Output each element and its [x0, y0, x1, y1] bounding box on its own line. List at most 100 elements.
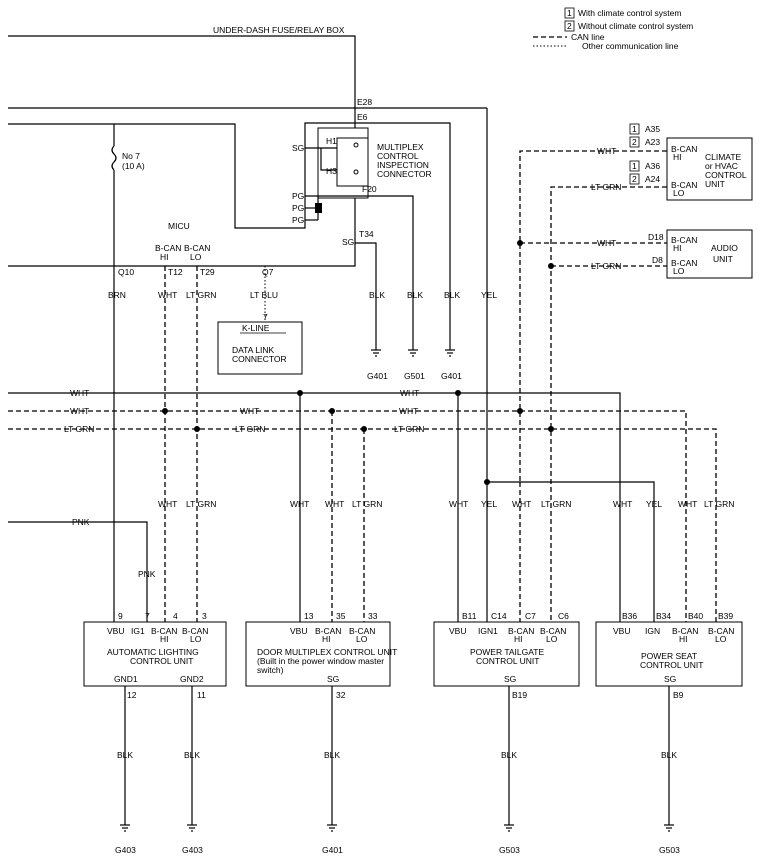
climate-control-unit: B-CAN HI B-CAN LO CLIMATE or HVAC CONTRO…: [519, 123, 753, 495]
alc-bcan-lo-suffix: LO: [190, 634, 202, 644]
wire-wht-bus2-a: WHT: [70, 406, 89, 416]
dmcu-bcan-hi-suffix: HI: [322, 634, 331, 644]
audio-name-2: UNIT: [713, 254, 733, 264]
ps-bcan-lo-suffix: LO: [715, 634, 727, 644]
pin-t29: T29: [200, 267, 215, 277]
ptg-pin-c7: C7: [525, 611, 536, 621]
ps-bcan-lo: B-CAN: [708, 626, 734, 636]
ps-bcan-hi-suffix: HI: [679, 634, 688, 644]
alc-pin-11: 11: [197, 690, 206, 700]
dmcu-vbu: VBU: [290, 626, 307, 636]
wire-wht-bus2-b: WHT: [240, 406, 259, 416]
audio-bcan-lo-suffix: LO: [673, 266, 685, 276]
ptg-sg: SG: [504, 674, 516, 684]
wire-wht-ptg: WHT: [512, 499, 531, 509]
alc-bcan-hi: B-CAN: [151, 626, 177, 636]
ptg-bcan-lo-suffix: LO: [546, 634, 558, 644]
wire-yel-top: YEL: [481, 290, 497, 300]
wire-ltgrn-micu: LT GRN: [186, 290, 216, 300]
wire-wht-audio: WHT: [597, 238, 616, 248]
wire-brn: BRN: [108, 290, 126, 300]
alc-pin-4: 4: [173, 611, 178, 621]
dlc-kline: K-LINE: [242, 323, 270, 333]
micu-drops: BRN WHT LT GRN: [108, 266, 216, 622]
wire-wht-dmcu-vbu: WHT: [290, 499, 309, 509]
dlc-pin-7: 7: [263, 312, 268, 322]
wire-blk-ptg: BLK: [501, 750, 517, 760]
ground-g503-b: G503: [659, 845, 680, 855]
ground-g403-a: G403: [115, 845, 136, 855]
wire-ltgrn-bus-c: LT GRN: [394, 424, 424, 434]
ps-pin-b36: B36: [622, 611, 637, 621]
mpx-h1: H1: [326, 136, 337, 146]
climate-bcan-hi: B-CAN: [671, 144, 697, 154]
wire-blk-alc-2: BLK: [184, 750, 200, 760]
fuse-relay-box: UNDER-DASH FUSE/RELAY BOX E28 E6 No 7 (1…: [8, 25, 488, 482]
wire-wht-ps-vbu: WHT: [613, 499, 632, 509]
mpx-sg-2: SG: [342, 237, 354, 247]
dmcu-name-3: switch): [257, 665, 284, 675]
mpx-name-1: MULTIPLEX: [377, 142, 424, 152]
ps-ign: IGN: [645, 626, 660, 636]
pin-d8: D8: [652, 255, 663, 265]
wire-wht-bus2-c: WHT: [399, 406, 418, 416]
pin-e28: E28: [357, 97, 372, 107]
pin-a23: A23: [645, 137, 660, 147]
audio-bcan-lo: B-CAN: [671, 258, 697, 268]
wire-blk-alc-1: BLK: [117, 750, 133, 760]
wire-wht-alc: WHT: [158, 499, 177, 509]
pin-e6: E6: [357, 112, 368, 122]
ground-icon: [408, 349, 418, 357]
micu-bcan-lo: B-CAN: [184, 243, 210, 253]
alc-pin-12: 12: [127, 690, 137, 700]
alc-pin-3: 3: [202, 611, 207, 621]
climate-name-4: UNIT: [705, 179, 725, 189]
dlc-name-2: CONNECTOR: [232, 354, 287, 364]
power-seat-control-unit: B36 B34 B40 B39 VBU IGN B-CAN HI B-CAN L…: [595, 611, 743, 825]
fuse-rating: (10 A): [122, 161, 145, 171]
dmcu-pin-33: 33: [368, 611, 378, 621]
pin-f20: F20: [362, 184, 377, 194]
climate-name-2: or HVAC: [705, 161, 738, 171]
wire-wht-bus1-a: WHT: [70, 388, 89, 398]
ps-name-2: CONTROL UNIT: [640, 660, 703, 670]
ps-vbu: VBU: [613, 626, 630, 636]
ptg-pin-c6: C6: [558, 611, 569, 621]
ps-pin-b9: B9: [673, 690, 684, 700]
mpx-h3: H3: [326, 166, 337, 176]
ground-g401-a: G401: [367, 371, 388, 381]
legend-other-line: Other communication line: [582, 41, 679, 51]
ptg-bcan-lo: B-CAN: [540, 626, 566, 636]
climate-ind-3: 1: [632, 161, 637, 171]
pin-a24: A24: [645, 174, 660, 184]
ptg-pin-b11: B11: [462, 611, 477, 621]
dmcu-bcan-lo-suffix: LO: [356, 634, 368, 644]
multiplex-inspection-connector: SG H1 H3 MULTIPLEX CONTROL INSPECTION CO…: [292, 127, 432, 350]
dmcu-name-2: (Built in the power window master: [257, 656, 384, 666]
dmcu-bcan-lo: B-CAN: [349, 626, 375, 636]
fuse-name: No 7: [122, 151, 140, 161]
wire-ltgrn-audio: LT GRN: [591, 261, 621, 271]
wire-ltgrn-ptg: LT GRN: [541, 499, 571, 509]
wire-wht-dmcu: WHT: [325, 499, 344, 509]
pin-a36: A36: [645, 161, 660, 171]
wire-ltgrn-bus-b: LT GRN: [235, 424, 265, 434]
legend-num-1: 1: [567, 8, 572, 18]
dmcu-pin-13: 13: [304, 611, 314, 621]
wire-yel-ptg: YEL: [481, 499, 497, 509]
micu-bcan-hi-suffix: HI: [160, 252, 169, 262]
wire-ltgrn-dmcu: LT GRN: [352, 499, 382, 509]
wire-blk-ps: BLK: [661, 750, 677, 760]
ps-pin-b40: B40: [688, 611, 703, 621]
wire-wht-climate: WHT: [597, 146, 616, 156]
ground-g501: G501: [404, 371, 425, 381]
climate-bcan-lo-suffix: LO: [673, 188, 685, 198]
alc-name-1: AUTOMATIC LIGHTING: [107, 647, 199, 657]
ground-g403-b: G403: [182, 845, 203, 855]
climate-ind-2: 2: [632, 137, 637, 147]
mpx-pg-2: PG: [292, 203, 304, 213]
ground-g401-c: G401: [322, 845, 343, 855]
ground-icon: [327, 824, 337, 832]
wire-wht-bus1-b: WHT: [400, 388, 419, 398]
alc-bcan-lo: B-CAN: [182, 626, 208, 636]
